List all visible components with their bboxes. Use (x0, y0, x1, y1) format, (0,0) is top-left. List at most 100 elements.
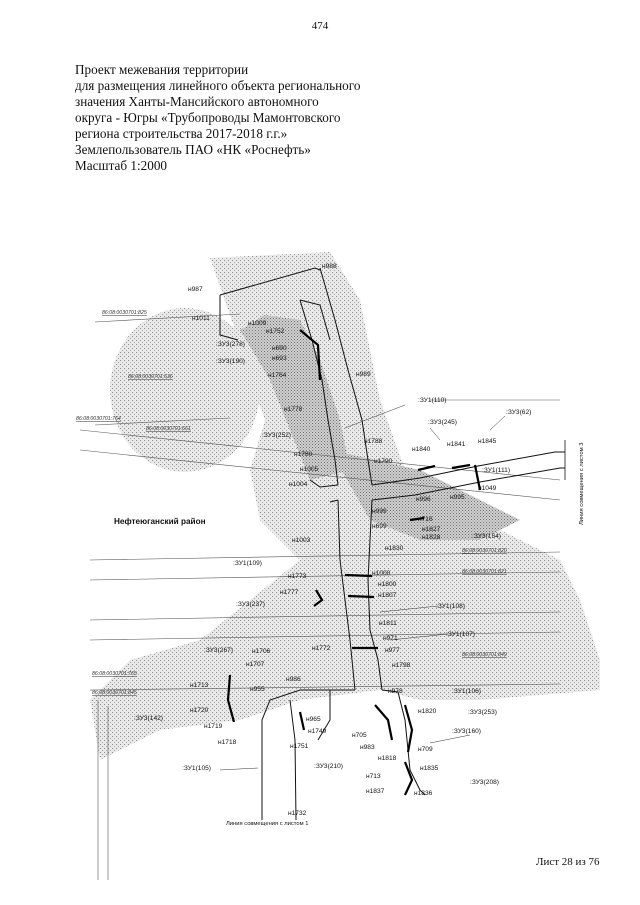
point-label: н1720 (190, 707, 209, 714)
point-label: н1751 (290, 743, 309, 750)
zone-label: :ЗУ1(110) (418, 397, 447, 404)
leader-lines (219, 404, 506, 771)
point-label: н705 (352, 732, 367, 739)
point-label: н693 (272, 355, 287, 362)
point-label: н1003 (292, 537, 311, 544)
point-label: н955 (250, 686, 265, 693)
point-label: н986 (286, 676, 301, 683)
zone-label: :ЗУ1(109) (233, 560, 262, 567)
zone-label: :ЗУ3(237) (236, 601, 265, 608)
title-line: значения Ханты-Мансийского автономного (75, 94, 319, 109)
cadastral-number: 86:08:0030701:536 (128, 374, 173, 380)
point-label: н1772 (312, 645, 331, 652)
zone-label: :ЗУ3(62) (506, 409, 531, 416)
point-label: н977 (385, 647, 400, 654)
zone-label: :ЗУ3(208) (470, 779, 499, 786)
point-label: н1707 (246, 661, 265, 668)
title-line: Проект межевания территории (75, 62, 249, 77)
cadastral-number: 86:08:0030701:764 (76, 416, 121, 422)
point-label: н1005 (300, 466, 319, 473)
point-label: н1749 (308, 728, 327, 735)
zone-label: :ЗУ1(107) (446, 631, 475, 638)
match-line-right-label: Линия совмещения с листом 3 (579, 443, 585, 525)
title-line: округа - Югры «Трубопроводы Мамонтовског… (75, 110, 341, 125)
point-label: н1011 (192, 315, 210, 322)
cadastral-number: 86:08:0030701:661 (146, 426, 191, 432)
match-line-sheet-3: Линия совмещения с листом 3 (564, 440, 585, 525)
cadastral-number: 86:08:0030701:765 (92, 671, 137, 677)
point-label: н1837 (366, 788, 385, 795)
page-number: 474 (311, 20, 329, 32)
point-label: н716 (418, 516, 433, 523)
zone-label: :ЗУ3(190) (216, 358, 245, 365)
cadastral-number: 86:08:0030701:849 (462, 652, 507, 658)
point-labels: н988 н987 н1011 н1009 н1752 н690 н693 н1… (188, 263, 497, 817)
title-line: Землепользователь ПАО «НК «Роснефть» (75, 142, 311, 157)
point-label: н989 (356, 371, 371, 378)
point-label: н690 (272, 345, 287, 352)
point-label: н1788 (364, 438, 383, 445)
point-label: н1752 (266, 328, 285, 335)
zone-label: :ЗУ1(105) (182, 765, 211, 772)
point-label: н1827 (422, 526, 441, 533)
point-label: н1840 (412, 446, 431, 453)
zone-label: :ЗУ1(111) (482, 467, 510, 474)
cadastral-labels: 86:08:0030701:825 86:08:0030701:536 86:0… (76, 310, 507, 696)
point-label: н1719 (204, 723, 223, 730)
point-label: н983 (360, 744, 375, 751)
point-label: н1764 (268, 372, 287, 379)
zone-label: :ЗУ3(252) (262, 432, 291, 439)
zone-labels: :ЗУ3(278) :ЗУ3(190) :ЗУ1(110) :ЗУ3(245) … (134, 341, 531, 786)
point-label: н1780 (294, 451, 313, 458)
point-label: н1049 (478, 485, 497, 492)
point-label: н978 (388, 688, 403, 695)
point-label: н1841 (447, 441, 466, 448)
point-label: н1777 (280, 589, 299, 596)
point-label: н996 (416, 496, 431, 503)
point-label: н988 (322, 263, 337, 270)
point-label: н1713 (190, 682, 209, 689)
corridor-outline (219, 267, 565, 821)
point-label: н995 (450, 494, 465, 501)
title-line: для размещения линейного объекта региона… (75, 78, 361, 93)
point-label: н1778 (284, 406, 303, 413)
point-label: н1828 (422, 534, 441, 541)
point-label: н1818 (378, 755, 397, 762)
point-label: н965 (306, 716, 321, 723)
point-label: н1732 (288, 810, 307, 817)
map-title-block: Проект межевания территории для размещен… (75, 62, 495, 174)
point-label: н999 (372, 508, 387, 515)
point-label: н987 (188, 286, 203, 293)
point-label: н1009 (248, 320, 267, 327)
point-label: н1773 (288, 573, 307, 580)
point-label: н1798 (392, 662, 411, 669)
point-label: н1811 (379, 620, 397, 627)
title-line: Масштаб 1:2000 (75, 158, 168, 173)
cadastral-number: 86:08:0030701:820 (462, 548, 507, 554)
point-label: н971 (383, 635, 398, 642)
zone-label: :ЗУ3(267) (204, 647, 233, 654)
point-label: н1000 (372, 570, 391, 577)
cadastral-number: 86:08:0030701:845 (92, 690, 137, 696)
zone-label: :ЗУ3(210) (314, 763, 343, 770)
cadastral-lines (79, 313, 561, 880)
point-label: н1830 (385, 545, 404, 552)
point-label: н1718 (218, 739, 237, 746)
point-label: н1807 (378, 592, 397, 599)
point-label: н709 (418, 746, 433, 753)
match-line-bottom-label: Линия совмещения с листом 1 (226, 821, 308, 827)
zone-label: :ЗУ3(142) (134, 715, 163, 722)
zone-label: :ЗУ3(253) (468, 709, 497, 716)
point-label: н1845 (478, 438, 497, 445)
zone-label: :ЗУ3(278) (216, 341, 245, 348)
cadastral-number: 86:08:0030701:821 (462, 569, 507, 575)
point-label: н1004 (289, 481, 308, 488)
point-label: н713 (366, 773, 381, 780)
point-label: н1835 (420, 765, 439, 772)
point-label: н1800 (378, 581, 397, 588)
sheet-number: Лист 28 из 76 (536, 856, 600, 868)
forest-stipple (90, 252, 600, 760)
point-label: н1790 (374, 458, 393, 465)
point-label: н1706 (252, 648, 271, 655)
